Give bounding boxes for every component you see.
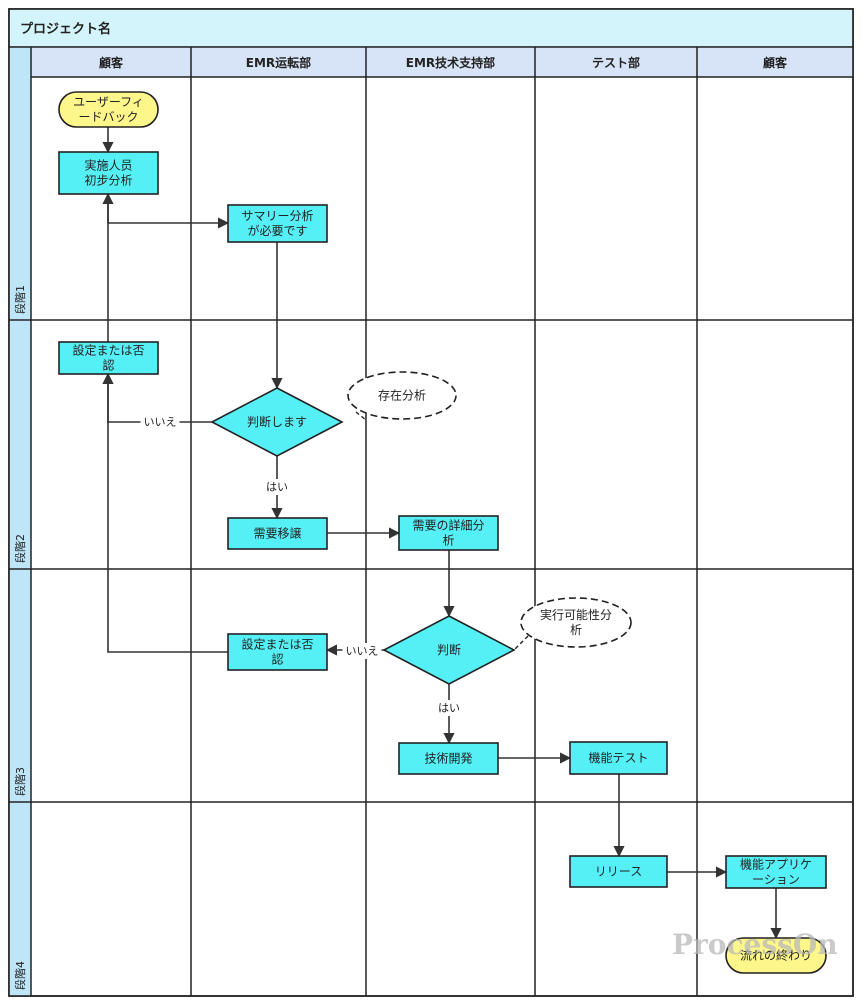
node-tech-development[interactable]: 技術開発: [398, 742, 499, 775]
lane-header-lane-test: テスト部: [592, 55, 640, 70]
node-label: 流れの終わり: [740, 948, 812, 963]
phase-band: [9, 47, 31, 996]
lane-header-lane-emr-tech: EMR技术支持部: [406, 55, 495, 70]
node-flow-end[interactable]: 流れの終わり: [725, 937, 827, 974]
node-label: 設定または否: [72, 343, 144, 358]
node-label: 判断: [437, 642, 461, 657]
node-label: 技術開発: [424, 752, 472, 766]
edge-setting-reject-2-to-setting-reject-1: [102, 372, 228, 653]
phase-label-phase-3: 段階3: [13, 767, 27, 796]
node-label: 判断します: [247, 414, 307, 429]
node-label: 機能テスト: [588, 750, 648, 765]
pool-title: プロジェクト名: [20, 21, 111, 37]
node-label: サマリー分析: [241, 209, 313, 223]
edge-label: はい: [438, 702, 460, 715]
node-label: 存在分析: [378, 389, 426, 403]
node-label: 実行可能性分: [540, 607, 612, 622]
node-label: リリース: [595, 865, 642, 879]
node-label: 析: [442, 534, 454, 548]
lane-header-lane-emr-ops: EMR运転部: [246, 55, 311, 70]
node-demand-transfer[interactable]: 需要移譲: [227, 517, 328, 550]
lane-header-lane-customer-1: 顧客: [99, 55, 124, 70]
node-label: 需要の詳細分: [412, 518, 484, 533]
node-label: 認: [102, 358, 114, 373]
node-label: 初步分析: [84, 174, 132, 188]
phase-label-phase-1: 段階1: [13, 285, 27, 314]
node-existence-analysis[interactable]: 存在分析: [347, 371, 457, 420]
node-label: ードバック: [78, 110, 138, 124]
node-decision-1[interactable]: 判断します: [210, 387, 344, 457]
lane-header-row: [31, 47, 853, 77]
node-label: 機能アプリケ: [740, 857, 812, 872]
node-label: ユーザーフィ: [73, 95, 144, 109]
pool-title-bar: [8, 8, 854, 48]
node-label: 実施人员: [84, 158, 132, 173]
node-label: 需要移譲: [253, 526, 301, 541]
watermark: ProcessOn: [672, 928, 838, 961]
node-label: が必要です: [247, 223, 307, 238]
node-function-test[interactable]: 機能テスト: [569, 741, 668, 775]
node-label: 析: [570, 623, 582, 637]
node-label: ーション: [752, 873, 800, 887]
lane-header-lane-customer-2: 顧客: [763, 55, 788, 70]
node-label: 認: [271, 652, 283, 667]
node-decision-2[interactable]: 判断: [382, 615, 516, 685]
node-release[interactable]: リリース: [569, 855, 668, 888]
node-label: 設定または否: [241, 637, 313, 652]
phase-label-phase-2: 段階2: [13, 534, 27, 563]
edge-label: はい: [266, 481, 288, 494]
edge-label: いいえ: [346, 645, 379, 658]
edge-label: いいえ: [144, 416, 177, 429]
phase-label-phase-4: 段階4: [13, 961, 27, 990]
